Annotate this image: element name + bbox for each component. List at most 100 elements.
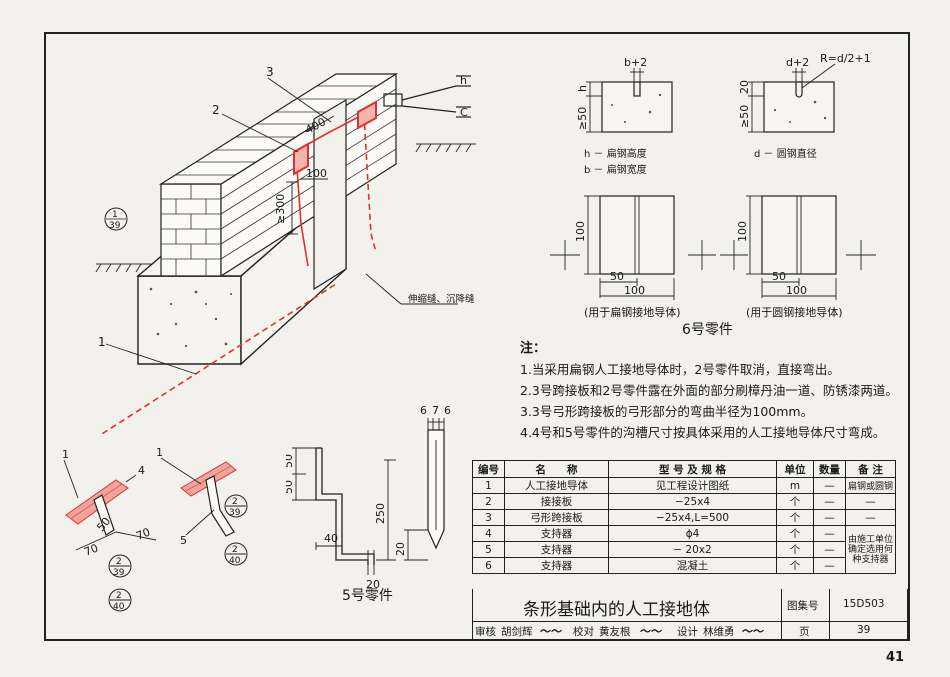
p6-bottom-w50-right: 50 <box>772 270 786 283</box>
cell: 扁钢或圆钢 <box>844 477 897 494</box>
designer-name: 林维勇 <box>703 626 735 638</box>
title-block: 条形基础内的人工接地体 图集号 15D503 审核 胡剑辉 〜〜 校对 黄友根 … <box>472 589 910 641</box>
p6-radius: R=d/2+1 <box>820 52 871 65</box>
ref-b-sheet: 40 <box>113 602 125 612</box>
cell: m <box>776 477 814 494</box>
cell: −25x4,L=500 <box>608 509 777 526</box>
note-item-3: 3.3号弓形跨接板的弓形部分的弯曲半径为100mm。 <box>520 404 814 419</box>
p5-dim-50a: 50 <box>286 454 295 468</box>
part6-title: 6号零件 <box>682 322 733 338</box>
fitting-label-h: h <box>460 74 467 87</box>
p5-dim-250: 250 <box>374 503 387 524</box>
sign-row: 审核 胡剑辉 〜〜 校对 黄友根 〜〜 设计 林维勇 〜〜 页 39 <box>472 622 908 640</box>
cell: 混凝土 <box>608 557 777 574</box>
reviewer-name: 胡剑辉 <box>501 626 533 638</box>
page-label: 页 <box>799 626 810 638</box>
col-unit: 单位 <box>776 460 814 478</box>
cell: 支持器 <box>504 525 609 542</box>
note-item-1: 1.当采用扁钢人工接地导体时，2号零件取消，直接弯出。 <box>520 362 840 377</box>
parts-table: 编号 名 称 型 号 及 规 格 单位 数量 备 注 1 人工接地导体 见工程设… <box>472 460 897 574</box>
designer-signature: 〜〜 <box>741 625 763 638</box>
p6-caption-left: (用于扁钢接地导体) <box>584 305 681 319</box>
merged-remark-text: 由施工单位确定选用何种支持器 <box>848 534 894 565</box>
cell: — <box>813 509 846 526</box>
review-label: 审核 <box>475 626 496 638</box>
col-remark: 备 注 <box>844 460 897 478</box>
p6-legend-b: b － 扁钢宽度 <box>584 163 647 176</box>
p6-bottom-h100-left: 100 <box>574 221 587 242</box>
cell: 个 <box>776 493 814 510</box>
notes-block: 注： 1.当采用扁钢人工接地导体时，2号零件取消，直接弯出。 2.3号跨接板和2… <box>520 338 898 443</box>
small-detail-figures: 1 4 1 5 70 70 50 2 39 2 40 2 39 2 40 <box>62 446 248 612</box>
cell: 支持器 <box>504 541 609 558</box>
drawing-title: 条形基础内的人工接地体 <box>523 600 710 620</box>
note-item-2: 2.3号跨接板和2号零件露在外面的部分刷樟丹油一道、防锈漆两道。 <box>520 383 898 398</box>
col-spec: 型 号 及 规 格 <box>608 460 777 478</box>
cell: — <box>844 493 897 510</box>
main-callout-2: 2 <box>212 103 220 117</box>
p6-side-20: 20 <box>738 80 751 94</box>
ref-b-num: 2 <box>116 591 122 601</box>
cell: 1 <box>472 477 505 494</box>
p6-bottom-w50-left: 50 <box>610 270 624 283</box>
cell: — <box>813 477 846 494</box>
table-row: 2 接接板 −25x4 个 — — <box>472 493 897 510</box>
part6-figure: b+2 d+2 R=d/2+1 h ≥50 20 ≥50 h － 扁钢高度 b … <box>550 52 876 338</box>
p6-legend-h: h － 扁钢高度 <box>584 147 647 160</box>
ref-d-num: 2 <box>232 545 238 555</box>
note-item-4: 4.4号和5号零件的沟槽尺寸按具体采用的人工接地导体尺寸弯成。 <box>520 425 886 440</box>
title-row: 条形基础内的人工接地体 图集号 15D503 <box>472 589 908 622</box>
table-row: 4 支持器 ϕ4 个 — 由施工单位确定选用何种支持器 <box>472 525 897 574</box>
table-row: 5 支持器 − 20x2 个 — <box>472 541 896 558</box>
table-row: 1 人工接地导体 见工程设计图纸 m — 扁钢或圆钢 <box>472 477 897 494</box>
ref-a-num: 2 <box>116 557 122 567</box>
checker-signature: 〜〜 <box>639 625 661 638</box>
reviewer-signature: 〜〜 <box>539 625 561 638</box>
small-dim-70a: 70 <box>82 541 100 558</box>
main-isometric-figure: h C 400 100 ≥300 3 2 1 伸缩缝、沉降缝 1 39 <box>95 65 476 434</box>
p6-bottom-w100-left: 100 <box>624 284 645 297</box>
check-label: 校对 <box>573 626 594 638</box>
small-callout-1-left: 1 <box>62 448 69 461</box>
merged-remark: 由施工单位确定选用何种支持器 <box>844 525 897 574</box>
small-callout-1-right: 1 <box>156 446 163 459</box>
joint-label: 伸缩缝、沉降缝 <box>408 293 475 305</box>
col-qty: 数量 <box>813 460 846 478</box>
table-header-row: 编号 名 称 型 号 及 规 格 单位 数量 备 注 <box>472 460 897 478</box>
part5-title: 5号零件 <box>342 588 393 604</box>
page-number: 41 <box>886 650 905 665</box>
cell: −25x4 <box>608 493 777 510</box>
small-callout-4: 4 <box>138 464 145 477</box>
fitting-label-c: C <box>460 106 468 119</box>
p5-dim-20b: 20 <box>394 542 407 556</box>
ref-detail-sheet: 39 <box>109 221 121 231</box>
cell: — <box>844 509 897 526</box>
table-row: 6 支持器 混凝土 个 — <box>472 557 896 574</box>
ref-c-num: 2 <box>232 497 238 507</box>
cell: 个 <box>776 525 814 542</box>
cell: − 20x2 <box>608 541 777 558</box>
cell: — <box>813 525 846 542</box>
col-name: 名 称 <box>504 460 609 478</box>
p6-top-dim-d: d+2 <box>786 56 809 69</box>
p6-caption-right: (用于圆钢接地导体) <box>746 305 843 319</box>
ref-detail-num: 1 <box>112 210 118 220</box>
col-no: 编号 <box>472 460 505 478</box>
cell: 个 <box>776 557 814 574</box>
cell: 接接板 <box>504 493 609 510</box>
p6-side-50-left: ≥50 <box>576 107 589 130</box>
cell: 2 <box>472 493 505 510</box>
p5-dim-50b: 50 <box>286 480 295 494</box>
table-row: 3 弓形跨接板 −25x4,L=500 个 — — <box>472 509 897 526</box>
dim-100: 100 <box>306 167 327 180</box>
cell: 5 <box>472 541 505 558</box>
p5-dim-20: 20 <box>366 578 380 591</box>
checker-name: 黄友根 <box>599 626 631 638</box>
cell: — <box>813 541 846 558</box>
main-callout-1: 1 <box>98 335 106 349</box>
cell: — <box>813 557 846 574</box>
design-label: 设计 <box>677 626 698 638</box>
p6-top-dim-b: b+2 <box>624 56 647 69</box>
cell: 支持器 <box>504 557 609 574</box>
